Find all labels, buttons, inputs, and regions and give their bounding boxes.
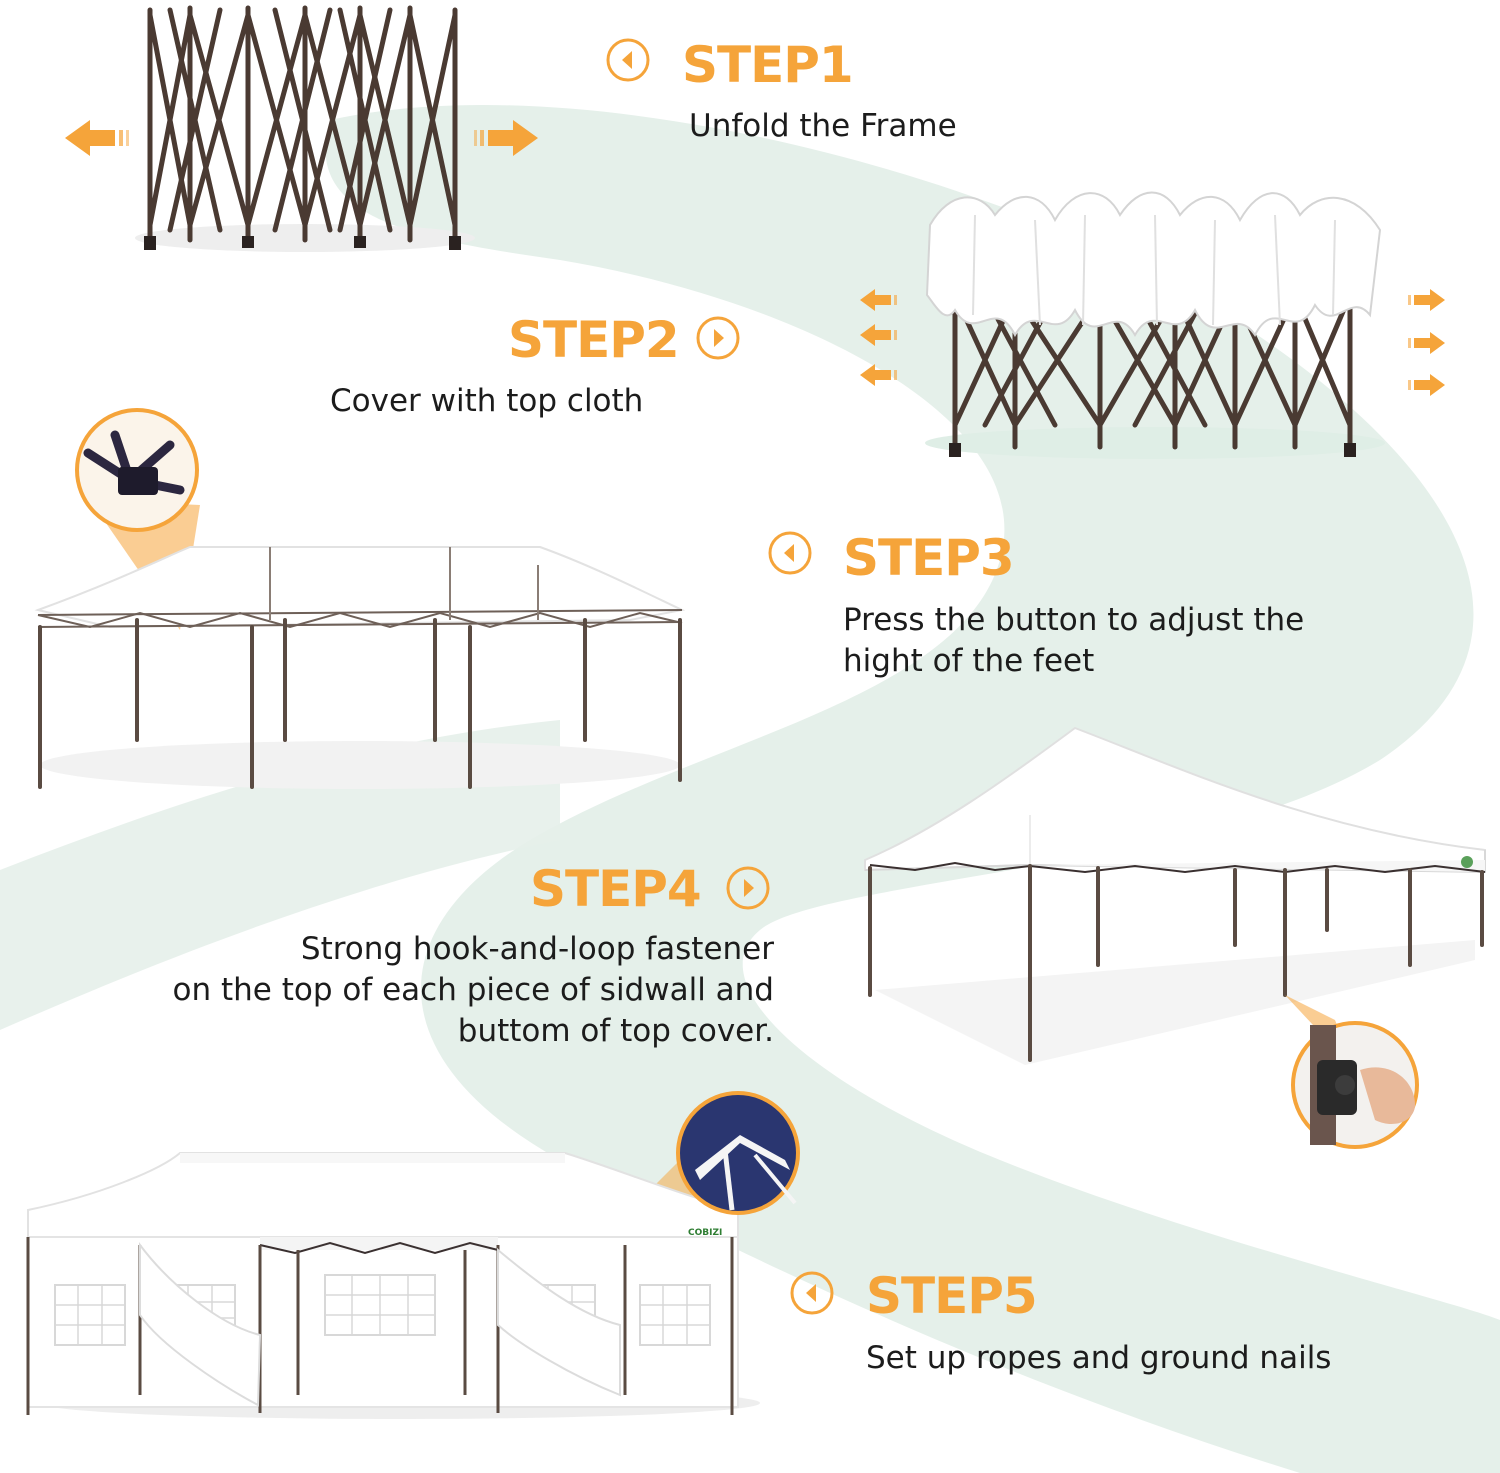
step2-line-1: Cover with top cloth — [330, 383, 644, 419]
compress-arrows-left — [860, 289, 897, 386]
folded-frame-illustration — [65, 5, 538, 252]
tent-with-sidewalls-illustration: COBIZI — [26, 1091, 800, 1419]
step1-description: Unfold the Frame — [689, 106, 957, 147]
step5-line-1: Set up ropes and ground nails — [866, 1340, 1332, 1376]
step2-description: Cover with top cloth — [330, 381, 643, 422]
frame-with-cloth-illustration — [925, 191, 1385, 459]
step3-line-2: hight of the feet — [843, 643, 1095, 679]
step3-line-1: Press the button to adjust the — [843, 602, 1305, 638]
chevron-left-circle-icon — [768, 531, 812, 575]
step3-title: STEP3 — [843, 529, 1015, 587]
chevron-right-circle-icon — [696, 316, 740, 360]
canopy-frame-illustration — [34, 408, 686, 789]
step5-description: Set up ropes and ground nails — [866, 1338, 1331, 1379]
step4-line-3: buttom of top cover. — [457, 1013, 774, 1049]
chevron-right-circle-icon — [726, 866, 770, 910]
step3-description: Press the button to adjust the hight of … — [843, 600, 1304, 682]
step5-title: STEP5 — [866, 1267, 1038, 1325]
step4-line-2: on the top of each piece of sidwall and — [172, 972, 774, 1008]
raised-canopy-illustration — [864, 726, 1486, 1149]
expand-arrows-right — [1408, 289, 1445, 396]
step1-title: STEP1 — [682, 36, 854, 94]
step4-title: STEP4 — [530, 860, 702, 918]
chevron-left-circle-icon — [790, 1271, 834, 1315]
step4-description: Strong hook-and-loop fastener on the top… — [173, 929, 774, 1052]
brand-logo-text: COBIZI — [688, 1228, 722, 1238]
step2-title: STEP2 — [508, 311, 680, 369]
step1-line-1: Unfold the Frame — [689, 108, 957, 144]
step4-line-1: Strong hook-and-loop fastener — [300, 931, 774, 967]
chevron-left-circle-icon — [606, 38, 650, 82]
